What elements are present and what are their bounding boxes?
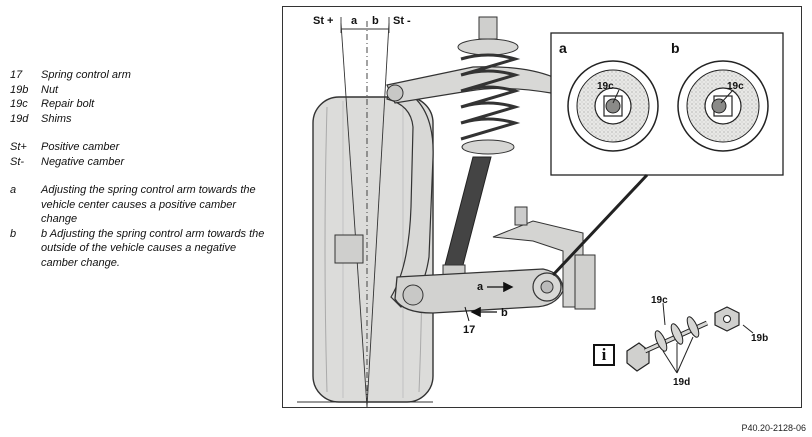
legend-key: 19d (10, 112, 29, 125)
legend-item: St- Negative camber (10, 155, 272, 170)
inset-a-label: a (559, 40, 567, 56)
inset-pointer (551, 173, 649, 277)
dim-b-label: b (372, 15, 379, 27)
legend-item: 17 Spring control arm (10, 68, 272, 83)
legend-spacer (10, 169, 272, 183)
legend-key: 19b (10, 83, 29, 96)
subframe (492, 206, 596, 310)
detail-inset (550, 32, 784, 277)
camber-lines (340, 17, 390, 407)
legend-note: a Adjusting the spring control arm towar… (10, 183, 272, 227)
figure-code: P40.20-2128-06 (741, 423, 806, 433)
inset-a-bolt-label: 19c (597, 81, 614, 92)
inset-b-label: b (671, 40, 680, 56)
legend-label: Shims (41, 112, 72, 125)
legend-label: Spring control arm (41, 69, 131, 81)
legend-item: 19c Repair bolt (10, 97, 272, 112)
inset-b-bolt-label: 19c (727, 81, 744, 92)
arm-leader (464, 306, 470, 322)
shims-19d-label: 19d (673, 377, 690, 388)
legend-key: a (10, 184, 17, 196)
coil-spring (457, 16, 521, 155)
legend-note-text: Adjusting the spring control arm towards… (41, 184, 256, 225)
suspension-drawing: St + a b St - (297, 15, 784, 407)
legend-note-text: b Adjusting the spring control arm towar… (41, 227, 265, 269)
nut-19b-label: 19b (751, 333, 768, 344)
dim-a-label: a (351, 15, 358, 27)
legend-label: Positive camber (41, 141, 120, 153)
legend-item: St+ Positive camber (10, 140, 272, 155)
arm-17-label: 17 (463, 324, 475, 336)
st-minus-label: St - (393, 15, 411, 27)
spring-control-arm (394, 268, 564, 314)
bolt-19c-label: 19c (651, 295, 668, 306)
arm-arrow-a-label: a (477, 281, 484, 293)
legend-key: 17 (10, 69, 23, 81)
repair-bolt-assembly (626, 302, 754, 374)
legend-item: 19b Nut (10, 83, 272, 98)
legend-label: Negative camber (41, 155, 125, 168)
legend-spacer (10, 126, 272, 140)
legend-key: St- (10, 155, 25, 168)
info-icon[interactable]: i (593, 344, 615, 366)
legend-label: Repair bolt (41, 98, 95, 110)
legend-note: b b Adjusting the spring control arm tow… (10, 227, 272, 271)
suspension-figure: St + a b St - (282, 6, 802, 408)
legend: 17 Spring control arm 19b Nut 19c Repair… (10, 68, 272, 270)
legend-key: St+ (10, 141, 27, 153)
legend-item: 19d Shims (10, 112, 272, 127)
legend-label: Nut (41, 83, 59, 96)
arm-arrow-b-label: b (501, 307, 508, 319)
shock-absorber (442, 156, 492, 282)
steering-knuckle (334, 84, 434, 308)
legend-key: b (10, 227, 17, 240)
legend-key: 19c (10, 98, 28, 110)
st-plus-label: St + (313, 15, 333, 27)
